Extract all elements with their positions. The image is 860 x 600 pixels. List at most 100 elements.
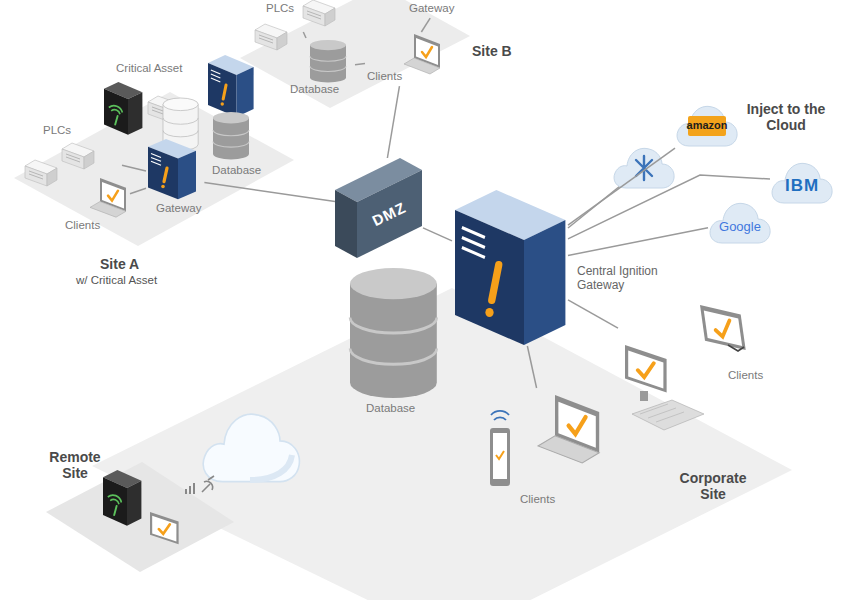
plc-group: PLCs [22, 122, 122, 184]
connector-line [527, 346, 536, 388]
text-holder: Site A [100, 256, 139, 272]
corporate-devices [496, 451, 504, 459]
node-label: Critical Asset [116, 62, 182, 75]
corporate-devices [700, 300, 746, 356]
database-node: Database [285, 38, 355, 99]
connector-line [355, 64, 365, 65]
database-node: Database [206, 55, 272, 180]
connector-group [122, 18, 770, 388]
plc-group: PLCs [250, 0, 342, 32]
text-holder: w/ Critical Asset [76, 274, 157, 287]
site-b-devices [255, 24, 287, 50]
text-holder: Central Ignition Gateway [577, 264, 677, 293]
node-label: Database [290, 83, 339, 96]
remote-devices [150, 512, 179, 544]
central-database [350, 268, 437, 398]
text-holder: IBM [770, 176, 834, 196]
remote-devices [103, 470, 141, 526]
corporate-devices [640, 391, 648, 401]
connector-line [122, 165, 146, 171]
site-a-devices [213, 112, 249, 160]
connector-line [421, 18, 430, 32]
site-a-devices [25, 55, 254, 217]
central-gateway-server [455, 190, 565, 345]
site-b-platform [240, 0, 470, 108]
node-label: Database [212, 164, 261, 177]
node-label: Inject to the Cloud [742, 101, 830, 133]
text-holder: Clients [367, 70, 402, 83]
central-gateway: Central Ignition Gateway [452, 188, 568, 346]
corporate-devices [491, 411, 509, 420]
text-holder: Database [366, 402, 415, 415]
text-holder: amazon [675, 119, 739, 132]
dmz-box [335, 190, 357, 258]
node-label: Remote Site [45, 449, 105, 481]
connector-line [130, 188, 146, 194]
node-label: PLCs [266, 2, 294, 15]
node-label: Clients [728, 369, 763, 382]
cloud-provider: Google [708, 195, 775, 247]
cloud-provider: IBM [770, 155, 837, 207]
corporate-devices [632, 400, 704, 430]
site-b-devices [404, 34, 440, 74]
cloud-group [614, 148, 674, 188]
client-group: Clients [618, 302, 773, 442]
node-label: DMZ [369, 198, 408, 229]
decor-cloud [250, 455, 292, 480]
remote-devices [202, 476, 214, 492]
node-label: Site B [472, 43, 512, 59]
node-label: Database [366, 402, 415, 415]
node-label: PLCs [43, 124, 71, 137]
client-group: Clients [62, 176, 130, 235]
node-label: Clients [367, 70, 402, 83]
site-a-devices [208, 55, 254, 117]
database-node: Database [348, 265, 440, 420]
text-holder: Corporate Site [672, 470, 754, 502]
client-group: Clients [485, 388, 615, 510]
node-label: Gateway [409, 2, 454, 15]
node-label: Clients [65, 219, 100, 232]
decor-cloud [203, 414, 299, 481]
gateway-node: Gateway [405, 0, 467, 18]
site-a-devices [90, 178, 126, 217]
site-a-devices [25, 160, 57, 186]
text-holder: Clients [728, 369, 763, 382]
text-holder: Site B [472, 43, 512, 59]
dmz-box [335, 158, 422, 258]
corporate-devices [493, 433, 507, 479]
connector-line [568, 300, 618, 328]
node-label: Clients [520, 493, 555, 506]
node-label: Site A [100, 256, 139, 272]
node-label: amazon [675, 119, 739, 132]
cloud-group [636, 156, 652, 180]
dmz-box [357, 170, 422, 258]
text-holder: Inject to the Cloud [742, 101, 830, 133]
site-region: Site B PLCsDatabase GatewayClients [200, 0, 540, 112]
text-holder: Google [708, 220, 772, 235]
site-a-devices [104, 82, 142, 135]
text-holder: Gateway [156, 202, 201, 215]
decor-cloud [203, 414, 299, 481]
site-a-platform [14, 92, 294, 246]
corporate-devices [538, 395, 599, 463]
text-holder: Clients [520, 493, 555, 506]
text-holder: DMZ [369, 198, 408, 229]
connector-line [204, 182, 335, 201]
site-a-devices [148, 139, 196, 199]
node-label: IBM [770, 176, 834, 196]
text-holder: Gateway [409, 2, 454, 15]
cloud-region: Inject to the CloudamazonIBM Google [605, 92, 850, 257]
corporate-devices [490, 428, 510, 486]
node-label: Corporate Site [672, 470, 754, 502]
central-database [350, 268, 437, 398]
corporate-devices [728, 345, 744, 351]
site-region: Site A w/ Critical Asset Critical AssetPLC… [14, 52, 296, 292]
site-region: Corporate SiteClientsClients [90, 280, 802, 600]
site-b-devices [303, 0, 335, 26]
text-holder: PLCs [43, 124, 71, 137]
site-b-platform [240, 0, 470, 108]
client-group: Clients [365, 32, 443, 86]
